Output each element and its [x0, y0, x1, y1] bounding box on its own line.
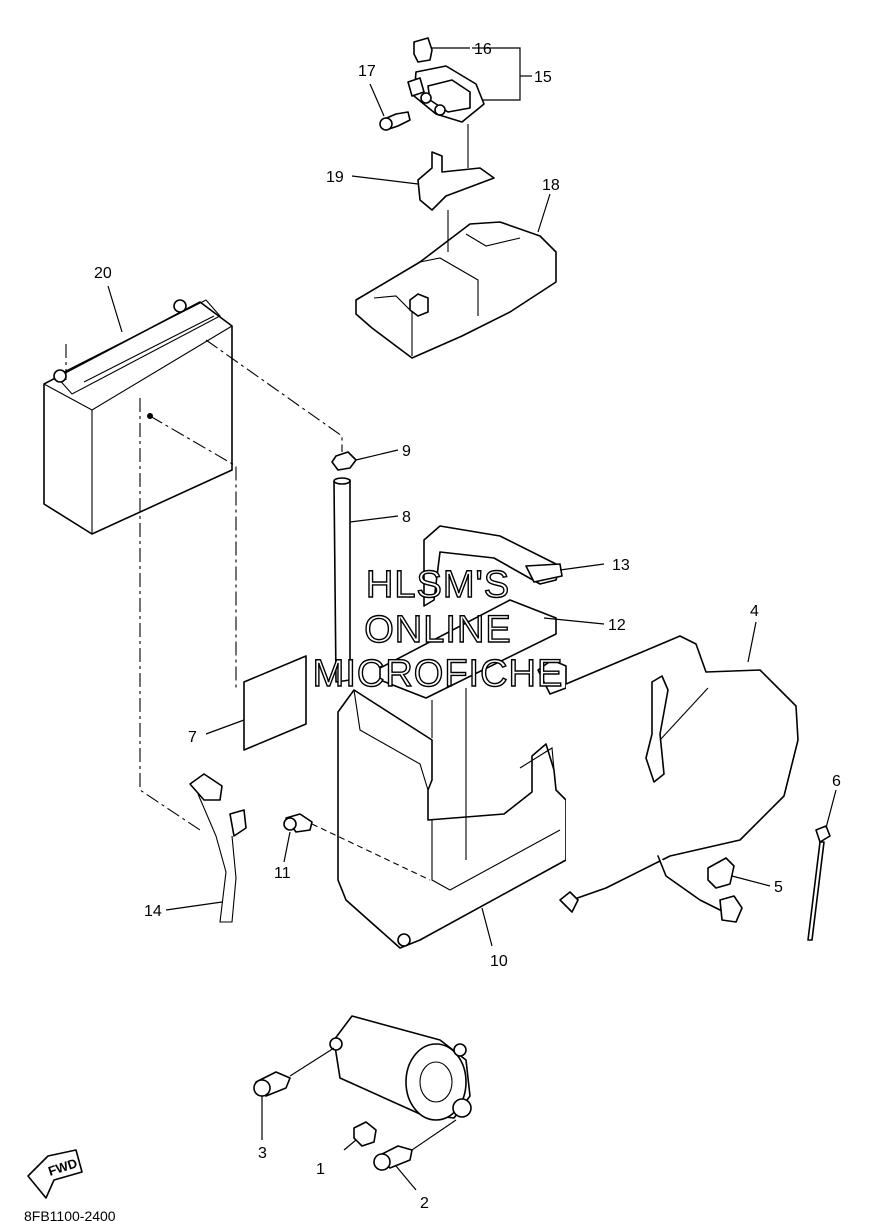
starter-relay [407, 65, 485, 123]
cover-18 [355, 210, 557, 359]
watermark-line-3: MICROFICHE [313, 653, 564, 695]
cable-4 [537, 635, 799, 923]
callout-5: 5 [774, 879, 783, 896]
hose-clip-9 [331, 451, 357, 471]
watermark-line-1: HLSM'S [366, 564, 510, 606]
callout-19: 19 [326, 169, 344, 186]
battery-20 [43, 299, 233, 535]
starter-motor [329, 1015, 472, 1121]
leader-lines [107, 47, 837, 1191]
relay-bracket [417, 151, 495, 211]
callout-1: 1 [316, 1161, 325, 1178]
bolt-17 [379, 111, 411, 131]
relay-cap [413, 37, 433, 63]
callout-3: 3 [258, 1145, 267, 1162]
callout-7: 7 [188, 729, 197, 746]
callout-16: 16 [474, 41, 492, 58]
nut-1 [353, 1121, 377, 1147]
callout-17: 17 [358, 63, 376, 80]
callout-15: 15 [534, 69, 552, 86]
diagram-code: 8FB1100-2400 [24, 1208, 116, 1221]
battery-box-10 [337, 688, 567, 949]
callout-4: 4 [750, 603, 759, 620]
callout-20: 20 [94, 265, 112, 282]
clamp-5 [707, 857, 735, 889]
band-13 [423, 525, 563, 607]
watermark-line-2: ONLINE [364, 609, 511, 651]
callout-14: 14 [144, 903, 162, 920]
lead-14 [189, 773, 247, 923]
callout-13: 13 [612, 557, 630, 574]
callout-11: 11 [274, 865, 291, 882]
callout-10: 10 [490, 953, 508, 970]
callout-6: 6 [832, 773, 841, 790]
fwd-arrow-icon: FWD [27, 1149, 83, 1199]
cable-tie-6 [807, 825, 831, 941]
callout-labels: 1 2 3 4 5 6 7 8 9 10 11 12 13 14 15 16 1… [94, 41, 841, 1212]
sheet-12 [379, 599, 557, 699]
bolt-11 [283, 813, 313, 833]
callout-9: 9 [402, 443, 411, 460]
callout-8: 8 [402, 509, 411, 526]
watermark: HLSM'S ONLINE MICROFICHE [312, 563, 564, 695]
callout-2: 2 [420, 1195, 429, 1212]
callout-18: 18 [542, 177, 560, 194]
callout-12: 12 [608, 617, 626, 634]
bolt-3 [253, 1071, 291, 1097]
vent-hose-8 [333, 477, 351, 683]
label-7 [243, 655, 307, 751]
bolt-2 [373, 1145, 413, 1171]
